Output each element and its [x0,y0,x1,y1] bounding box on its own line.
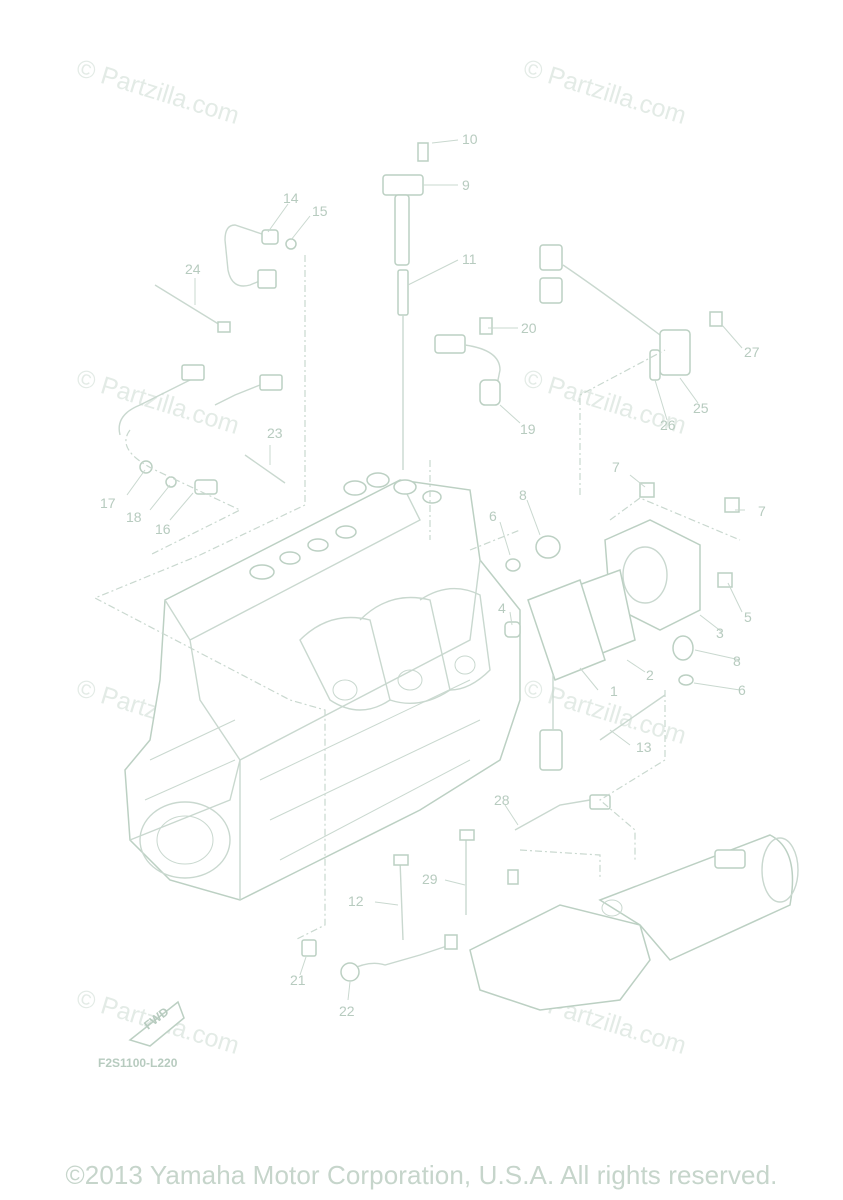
callout-number: 28 [494,792,510,808]
callout-number: 7 [612,459,620,475]
left-sensors [118,224,297,495]
figure-code: F2S1100-L220 [98,1056,178,1070]
watermark-text: © Partzilla.com [73,54,242,130]
watermark-text: © Partzilla.com [520,54,689,130]
callout-number: 21 [290,972,306,988]
copyright-notice: ©2013 Yamaha Motor Corporation, U.S.A. A… [65,1160,778,1190]
leader-lines [126,139,745,1001]
callout-number: 19 [520,421,536,437]
callout-number: 5 [744,609,752,625]
watermark-text: © Partzilla.com [73,364,242,440]
throttle-assembly [434,244,740,771]
callout-number: 12 [348,893,364,909]
callout-number: 3 [716,625,724,641]
callout-number: 7 [758,503,766,519]
callout-number: 29 [422,871,438,887]
lower-parts [301,794,799,1011]
callout-numbers: 1 2 3 4 5 6 6 7 7 8 8 9 10 11 12 13 14 1… [100,131,766,1019]
callout-number: 23 [267,425,283,441]
callout-number: 25 [693,400,709,416]
callout-number: 11 [462,251,477,267]
callout-number: 26 [660,417,676,433]
callout-number: 14 [283,190,299,206]
callout-number: 6 [489,508,497,524]
ignition-coil [382,142,429,470]
reference-lines [93,255,741,941]
callout-number: 24 [185,261,201,277]
callout-number: 15 [312,203,328,219]
callout-number: 2 [646,667,654,683]
forward-arrow: FWD [128,1000,185,1047]
callout-number: 8 [519,487,527,503]
callout-number: 27 [744,344,760,360]
callout-number: 20 [521,320,537,336]
callout-number: 17 [100,495,116,511]
callout-number: 16 [155,521,171,537]
callout-number: 13 [636,739,652,755]
callout-number: 1 [610,683,618,699]
callout-number: 10 [462,131,478,147]
engine-block [124,472,521,901]
callout-number: 4 [498,600,506,616]
callout-number: 22 [339,1003,355,1019]
callout-number: 18 [126,509,142,525]
callout-number: 6 [738,682,746,698]
callout-number: 8 [733,653,741,669]
callout-number: 9 [462,177,470,193]
